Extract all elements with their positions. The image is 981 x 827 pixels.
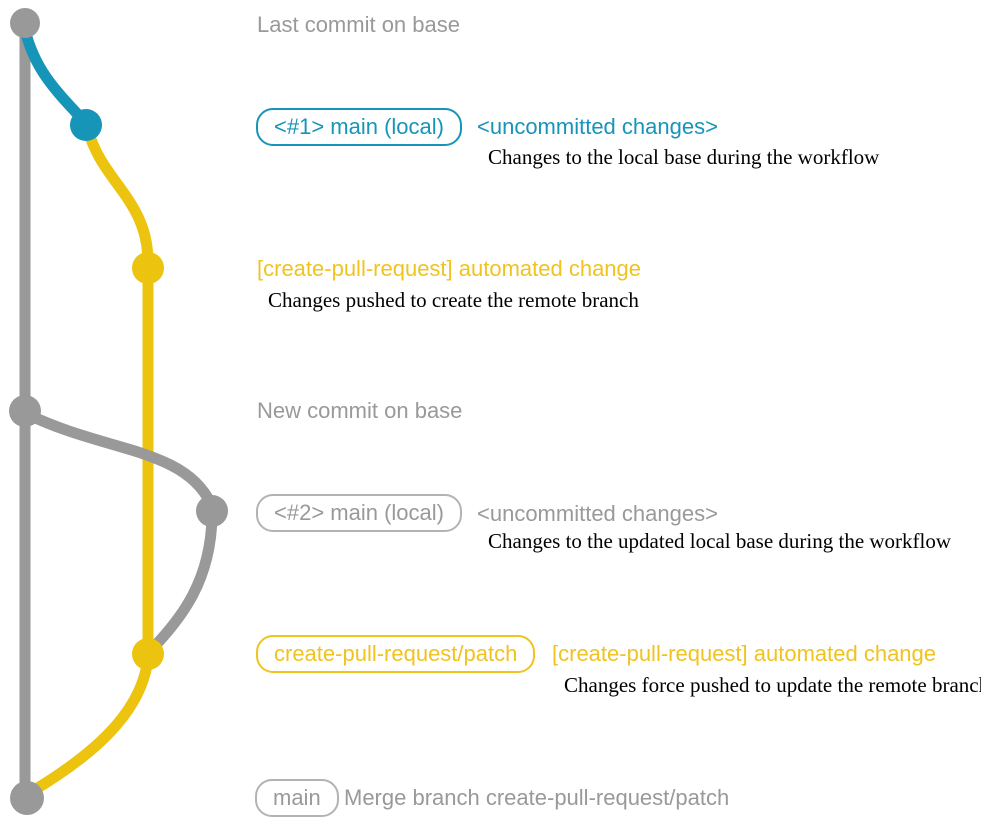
commit-node-local-2 [196, 495, 228, 527]
edge-patch-branch-create [82, 124, 154, 268]
merge-commit-label: Merge branch create-pull-request/patch [344, 785, 730, 810]
uncommitted-changes-2-label: <uncommitted changes> [477, 501, 718, 526]
branch-tag-main: main [255, 779, 339, 817]
automated-change-2-label: [create-pull-request] automated change [552, 641, 937, 666]
commit-node-last-base [10, 8, 40, 38]
commit-node-patch-2 [132, 638, 164, 670]
automated-change-1-label: [create-pull-request] automated change [257, 256, 642, 281]
edge-force-push [145, 510, 218, 656]
edge-local-branch-1 [19, 24, 90, 127]
branch-tag-main-local-1: <#1> main (local) [256, 108, 462, 146]
commit-node-patch-1 [132, 252, 164, 284]
note-pushed-to-create: Changes pushed to create the remote bran… [268, 288, 639, 312]
new-commit-label: New commit on base [257, 398, 463, 423]
edge-merge-to-base [25, 652, 154, 798]
note-local-base-changes-2: Changes to the updated local base during… [488, 529, 952, 553]
note-force-pushed: Changes force pushed to update the remot… [564, 673, 981, 697]
edge-local-branch-2 [21, 408, 217, 510]
commit-node-merge [10, 781, 44, 815]
branch-tag-patch: create-pull-request/patch [256, 635, 536, 673]
uncommitted-changes-1-label: <uncommitted changes> [477, 114, 718, 139]
branch-tag-main-local-2: <#2> main (local) [256, 494, 462, 532]
last-commit-label: Last commit on base [257, 12, 460, 37]
commit-node-local-1 [70, 109, 102, 141]
commit-node-new-base [9, 395, 41, 427]
note-local-base-changes-1: Changes to the local base during the wor… [488, 145, 880, 169]
